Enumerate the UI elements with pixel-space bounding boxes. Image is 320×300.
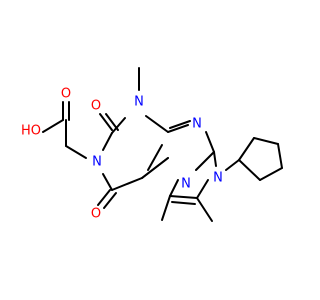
bond-c4-c4a [111,177,143,191]
bond-c8a-n7 [195,151,215,171]
bond-c9a-c4a-inner [147,144,163,171]
bond-c6-c5 [169,195,198,199]
bond-c9a-n9 [167,124,189,133]
bond-c8a-n8 [213,151,217,167]
bond-cp-2 [253,137,279,145]
bond-c4a-n7 [141,157,169,179]
bond-c6-c5-double [171,201,196,205]
bond-c9a-n9-double [169,120,191,129]
bond-cp-3 [277,143,283,169]
c6-carbonyl-o-label: O [91,207,101,222]
molecule-drawing: HO O N O N O N N N [21,67,283,222]
bond-cp-5 [238,159,261,181]
n9-label: N [192,117,202,132]
bond-cp-4 [259,167,283,181]
n1-label: N [134,95,144,110]
c2-carbonyl-o-label: O [91,99,101,114]
bond-c2-o-double-a [99,113,113,131]
bond-n7-c6 [169,179,179,197]
bond-oh-c [42,119,64,133]
bond-cp-1 [238,137,255,161]
bond-ch2-n3 [65,145,87,159]
bond-c4-o-double-a [97,189,111,206]
bond-c6-methyl [161,195,171,221]
n3-label: N [92,155,102,170]
hydroxyl-label: HO [21,124,41,139]
bond-n8-cyclopentyl [225,159,240,171]
n7-label: N [181,177,191,192]
n8-label: N [213,171,223,186]
bond-c2-o-double-b [105,113,119,131]
bond-c2-n1 [111,117,126,134]
bond-c4-o-double-b [103,192,117,209]
bond-n1-c9a [145,115,169,133]
bond-n9-c8a [205,131,215,153]
acid-carbonyl-o-label: O [61,87,71,102]
bond-c5-methyl [196,197,213,222]
bond-n3-c2 [102,132,113,151]
bond-n3-c4 [102,173,113,191]
structure-diagram: HO O N O N O N N N [20,67,283,222]
bond-c5-n8 [196,179,209,199]
